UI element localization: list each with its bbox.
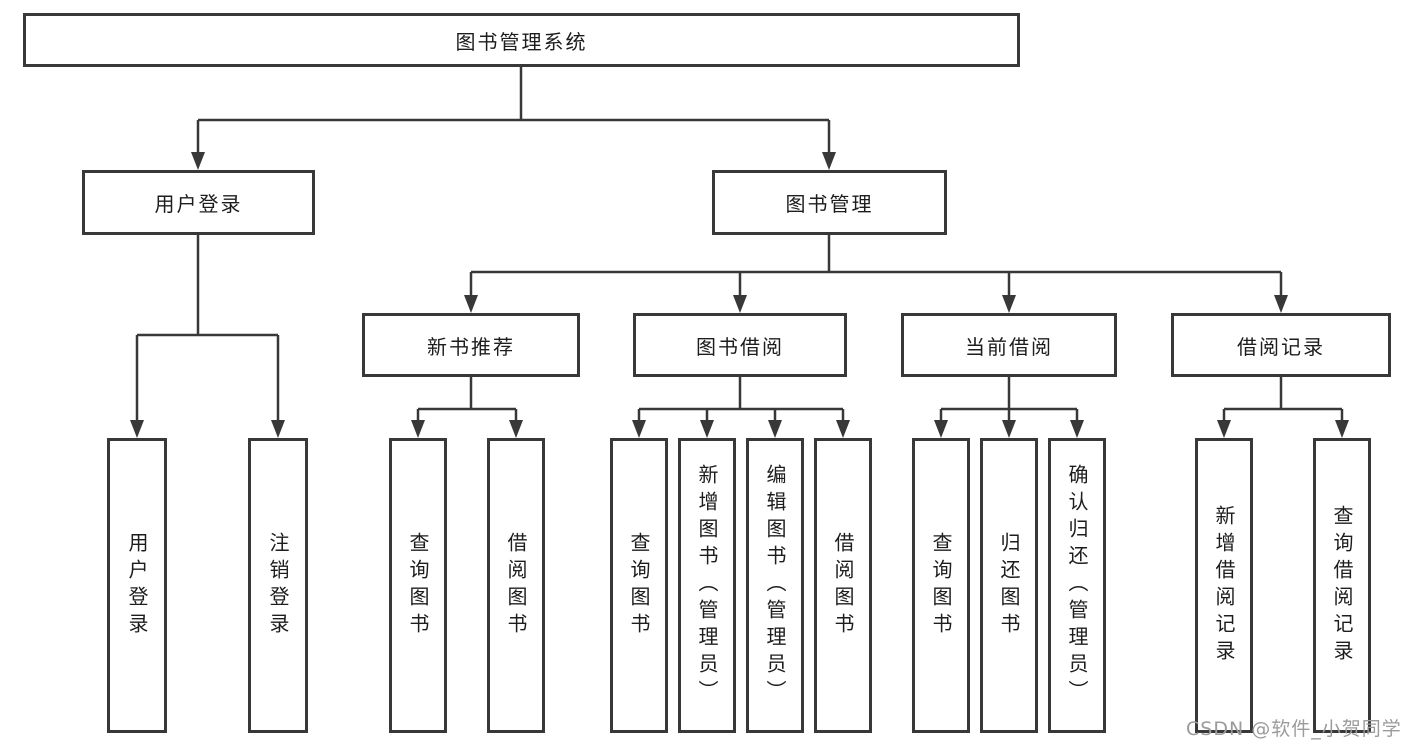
- node-book-management: 图书管理: [712, 170, 947, 235]
- node-user-login: 用户登录: [82, 170, 315, 235]
- leaf-borrow-book-recommend: 借阅图书: [487, 438, 545, 733]
- leaf-query-book-borrow: 查询图书: [610, 438, 668, 733]
- leaf-add-book-admin: 新增图书（管理员）: [678, 438, 736, 733]
- arrowheads: [130, 152, 1349, 438]
- leaf-return-book: 归还图书: [980, 438, 1038, 733]
- node-book-borrow: 图书借阅: [633, 313, 847, 377]
- leaf-query-borrow-record: 查询借阅记录: [1313, 438, 1371, 733]
- node-root-system: 图书管理系统: [23, 13, 1020, 67]
- node-current-borrow: 当前借阅: [901, 313, 1117, 377]
- leaf-confirm-return-admin: 确认归还（管理员）: [1048, 438, 1106, 733]
- csdn-watermark: CSDN @软件_小贺同学: [1186, 718, 1402, 740]
- node-new-book-recommend: 新书推荐: [362, 313, 580, 377]
- node-borrow-record: 借阅记录: [1171, 313, 1391, 377]
- leaf-borrow-book: 借阅图书: [814, 438, 872, 733]
- leaf-add-borrow-record: 新增借阅记录: [1195, 438, 1253, 733]
- leaf-query-book-current: 查询图书: [912, 438, 970, 733]
- leaf-query-book-recommend: 查询图书: [389, 438, 447, 733]
- leaf-edit-book-admin: 编辑图书（管理员）: [746, 438, 804, 733]
- leaf-user-login: 用户登录: [107, 438, 167, 733]
- leaf-logout: 注销登录: [248, 438, 308, 733]
